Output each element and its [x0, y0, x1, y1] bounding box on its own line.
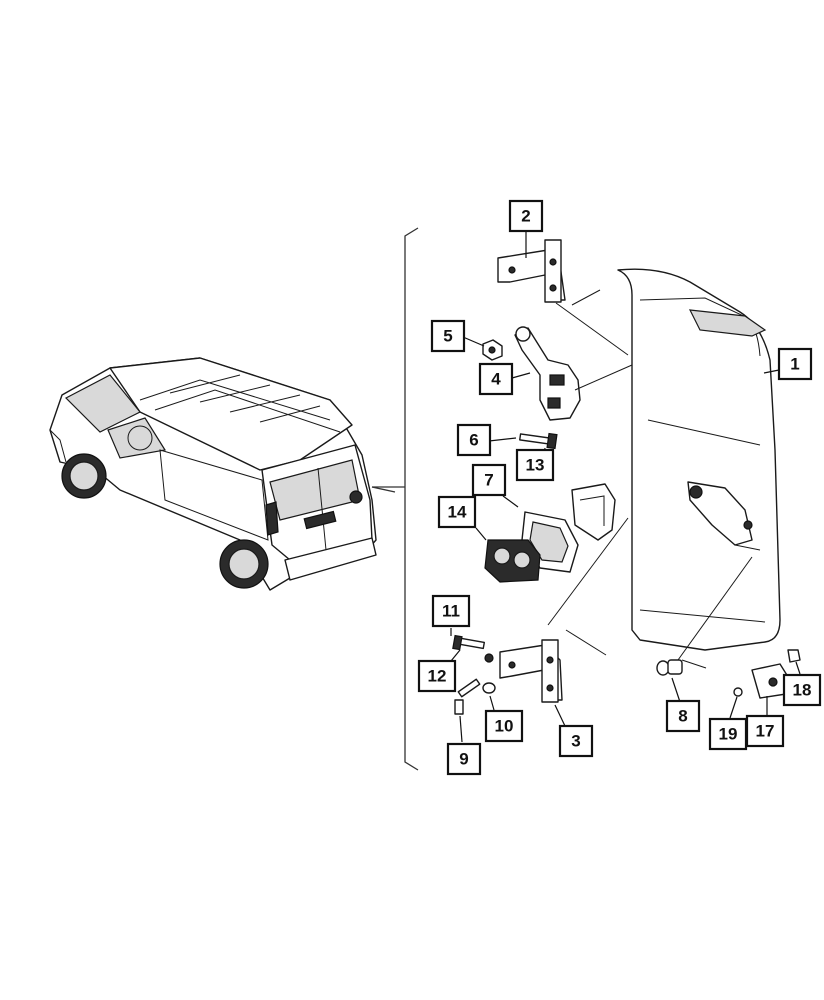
svg-text:9: 9	[459, 750, 468, 769]
switch-module	[484, 539, 541, 583]
door-latch	[514, 326, 581, 421]
lower-hinge	[499, 639, 563, 703]
callout-14: 14	[437, 495, 477, 529]
bumper-stop	[656, 659, 683, 676]
handle-cover	[571, 483, 616, 541]
callout-7: 7	[471, 463, 507, 497]
assembly-bracket	[371, 227, 419, 771]
svg-text:7: 7	[484, 471, 493, 490]
callout-18: 18	[782, 673, 822, 707]
svg-text:18: 18	[793, 681, 812, 700]
nut	[482, 339, 503, 361]
callout-12: 12	[417, 659, 457, 693]
svg-text:12: 12	[428, 667, 447, 686]
callout-19: 19	[708, 717, 748, 751]
guide-lines	[547, 289, 753, 669]
svg-text:4: 4	[491, 370, 501, 389]
svg-text:8: 8	[678, 707, 687, 726]
washer-12	[484, 653, 494, 663]
svg-text:11: 11	[442, 602, 460, 621]
van-illustration	[49, 357, 377, 591]
svg-text:1: 1	[790, 355, 799, 374]
callout-1: 1	[777, 347, 813, 381]
svg-text:19: 19	[719, 725, 738, 744]
callout-3: 3	[558, 724, 594, 758]
callout-11: 11	[431, 594, 471, 628]
svg-text:10: 10	[495, 717, 514, 736]
svg-text:17: 17	[756, 722, 775, 741]
callout-2: 2	[508, 199, 544, 233]
svg-text:5: 5	[443, 327, 452, 346]
svg-text:2: 2	[521, 207, 530, 226]
upper-hinge	[497, 239, 566, 303]
washer-10	[482, 682, 496, 694]
clip-18	[787, 649, 801, 663]
callout-6: 6	[456, 423, 492, 457]
callout-13: 13	[515, 448, 555, 482]
callout-4: 4	[478, 362, 514, 396]
svg-text:3: 3	[571, 732, 580, 751]
screw-19	[733, 687, 743, 697]
bolt-11	[452, 634, 486, 651]
callout-9: 9	[446, 742, 482, 776]
callout-17: 17	[745, 714, 785, 748]
rear-door-panel	[617, 268, 781, 651]
bolt-9	[454, 678, 481, 715]
svg-text:6: 6	[469, 431, 478, 450]
callout-8: 8	[665, 699, 701, 733]
svg-text:14: 14	[448, 503, 467, 522]
callout-10: 10	[484, 709, 524, 743]
bolt-6	[519, 432, 558, 450]
svg-text:13: 13	[526, 456, 545, 475]
callout-5: 5	[430, 319, 466, 353]
